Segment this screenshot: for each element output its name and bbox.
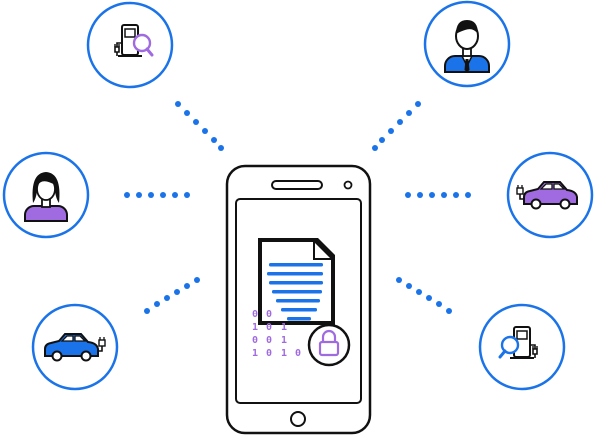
electric-car-purple-icon: [516, 181, 578, 210]
binary-digit: 1: [281, 335, 287, 346]
document-lines: [267, 263, 323, 321]
node-top-left: [86, 1, 174, 89]
electric-car-blue-icon: [44, 333, 106, 362]
connectors: [124, 101, 471, 314]
lock-icon: [307, 323, 351, 367]
binary-digit: 0: [266, 322, 272, 333]
binary-digit: 0: [252, 335, 258, 346]
binary-digit: 1: [281, 348, 287, 359]
binary-digit: 1: [281, 322, 287, 333]
binary-digit: 0: [266, 309, 272, 320]
charging-station-search-icon: [498, 326, 538, 359]
charging-station-search-icon: [114, 24, 154, 57]
binary-digit: 0: [266, 335, 272, 346]
connector-top-left: [175, 101, 224, 151]
connector-mid-right: [405, 192, 471, 198]
binary-digit: 0: [266, 348, 272, 359]
binary-digit: 1: [252, 322, 258, 333]
node-top-right: [423, 0, 511, 88]
businessman-icon: [444, 20, 490, 73]
node-mid-right: [506, 151, 594, 239]
binary-digit: 0: [295, 348, 301, 359]
node-bottom-left: [31, 303, 119, 391]
connector-bottom-left: [144, 277, 200, 314]
binary-code: 0 0 1 0 1 0 0 1 1 0 1 0: [252, 309, 301, 359]
node-bottom-right: [478, 303, 566, 391]
encrypted-document-icon: 0 0 1 0 1 0 0 1 1 0 1 0: [252, 238, 351, 367]
binary-digit: 1: [252, 348, 258, 359]
connector-mid-left: [124, 192, 190, 198]
connector-top-right: [372, 101, 421, 151]
woman-user-icon: [24, 172, 68, 222]
connector-bottom-right: [396, 277, 452, 314]
node-mid-left: [2, 151, 90, 239]
binary-digit: 0: [252, 309, 258, 320]
